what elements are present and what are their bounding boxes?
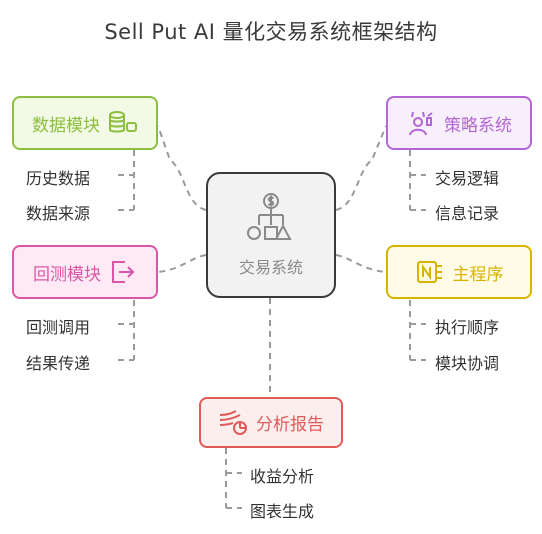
strategy-system-box[interactable]: 策略系统 [386, 96, 532, 150]
database-icon [108, 110, 138, 136]
main-program-box[interactable]: 主程序 [386, 245, 532, 299]
bracket-backtest [118, 300, 135, 361]
bracket-data [118, 150, 135, 211]
backtest-module-label: 回测模块 [33, 264, 101, 285]
data-module-child-2: 数据来源 [26, 204, 91, 223]
strategy-system-child-1: 交易逻辑 [435, 169, 500, 188]
main-program-child-2: 模块协调 [435, 354, 500, 373]
data-module-label: 数据模块 [32, 115, 100, 136]
data-module-child-1: 历史数据 [26, 169, 91, 188]
connector-data [157, 125, 207, 211]
backtest-module-box[interactable]: 回测模块 [12, 245, 158, 299]
enter-arrow-icon [109, 259, 137, 285]
trading-system-label: 交易系统 [238, 258, 303, 277]
backtest-module-child-1: 回测调用 [26, 318, 91, 337]
analysis-report-box[interactable]: 分析报告 [199, 397, 343, 448]
connector-strategy [335, 125, 387, 211]
analysis-report-label: 分析报告 [256, 415, 324, 435]
strategy-person-icon [406, 109, 436, 137]
page-title: Sell Put AI 量化交易系统框架结构 [104, 20, 438, 44]
main-program-label: 主程序 [452, 264, 504, 285]
connector-main [335, 254, 387, 273]
bracket-report [225, 448, 242, 509]
trading-flow-icon [247, 192, 295, 246]
bracket-strategy [409, 150, 426, 211]
wind-chart-icon [218, 409, 248, 437]
data-module-box[interactable]: 数据模块 [12, 96, 158, 150]
strategy-system-label: 策略系统 [444, 115, 512, 136]
backtest-module-child-2: 结果传递 [26, 354, 91, 373]
notion-app-icon [415, 259, 445, 285]
bracket-main [409, 300, 426, 361]
main-program-child-1: 执行顺序 [435, 318, 500, 337]
analysis-report-child-2: 图表生成 [250, 502, 315, 521]
trading-system-center[interactable]: 交易系统 [206, 172, 336, 298]
strategy-system-child-2: 信息记录 [435, 204, 500, 223]
connector-backtest [157, 254, 207, 273]
analysis-report-child-1: 收益分析 [250, 467, 315, 486]
